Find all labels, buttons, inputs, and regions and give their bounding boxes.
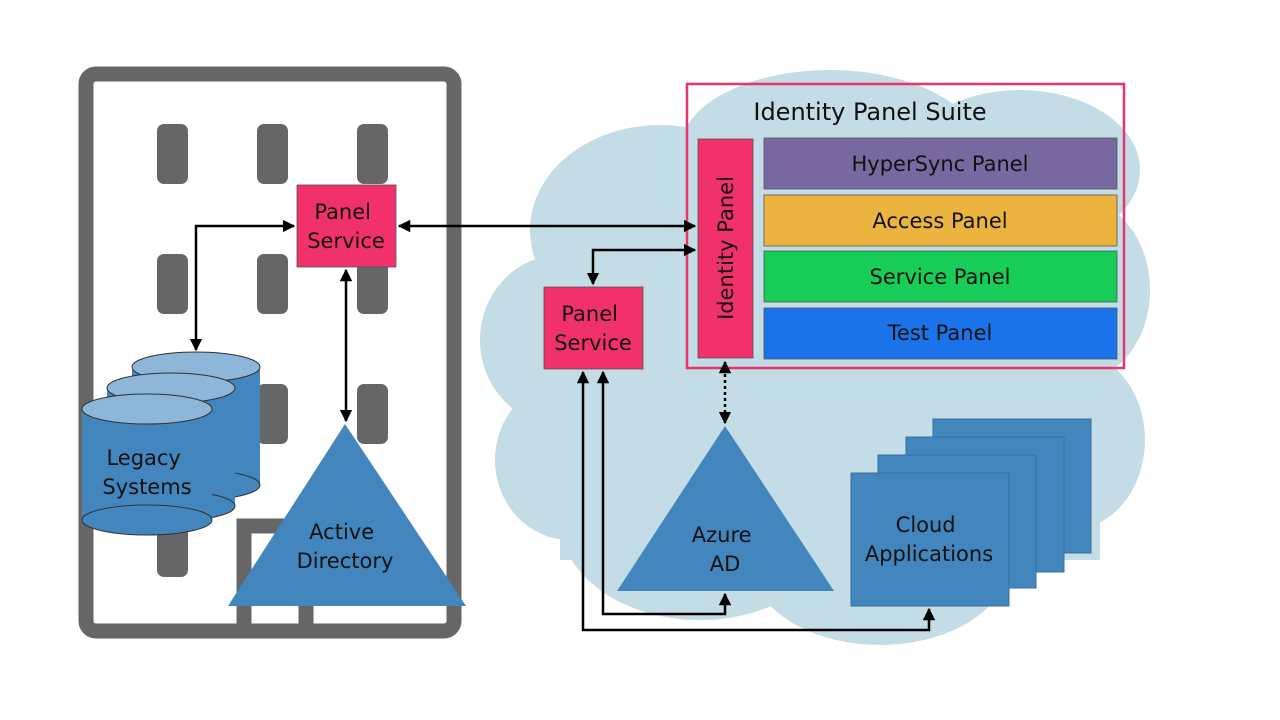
active-directory-triangle	[228, 424, 466, 606]
hypersync-panel	[763, 137, 1118, 190]
access-panel-label: Access Panel	[872, 209, 1007, 233]
test-panel	[763, 307, 1118, 360]
onprem-panel-service-box	[296, 184, 397, 268]
identity-panel-label: Identity Panel	[714, 176, 738, 320]
test-panel-label: Test Panel	[887, 321, 993, 345]
cloud-panel-service-label: Panel Service	[554, 302, 632, 355]
cloud-panel-service-box	[543, 286, 644, 370]
database-icon	[81, 351, 261, 536]
onprem-panel-service-label: Panel Service	[307, 200, 385, 253]
hypersync-panel-label: HyperSync Panel	[851, 152, 1028, 176]
identity-panel-suite-title: Identity Panel Suite	[753, 98, 986, 126]
service-panel	[763, 250, 1118, 303]
access-panel	[763, 194, 1118, 247]
arrow-cloudservice-identity	[586, 243, 697, 286]
arrow-service-legacy	[189, 219, 296, 352]
legacy-systems-label: Legacy Systems	[102, 446, 191, 499]
identity-panel-bar	[697, 138, 754, 359]
service-panel-label: Service Panel	[870, 265, 1011, 289]
active-directory-label: Active Directory	[297, 520, 394, 573]
arrow-cloudservice-apps	[576, 370, 936, 632]
connectors	[189, 219, 936, 632]
